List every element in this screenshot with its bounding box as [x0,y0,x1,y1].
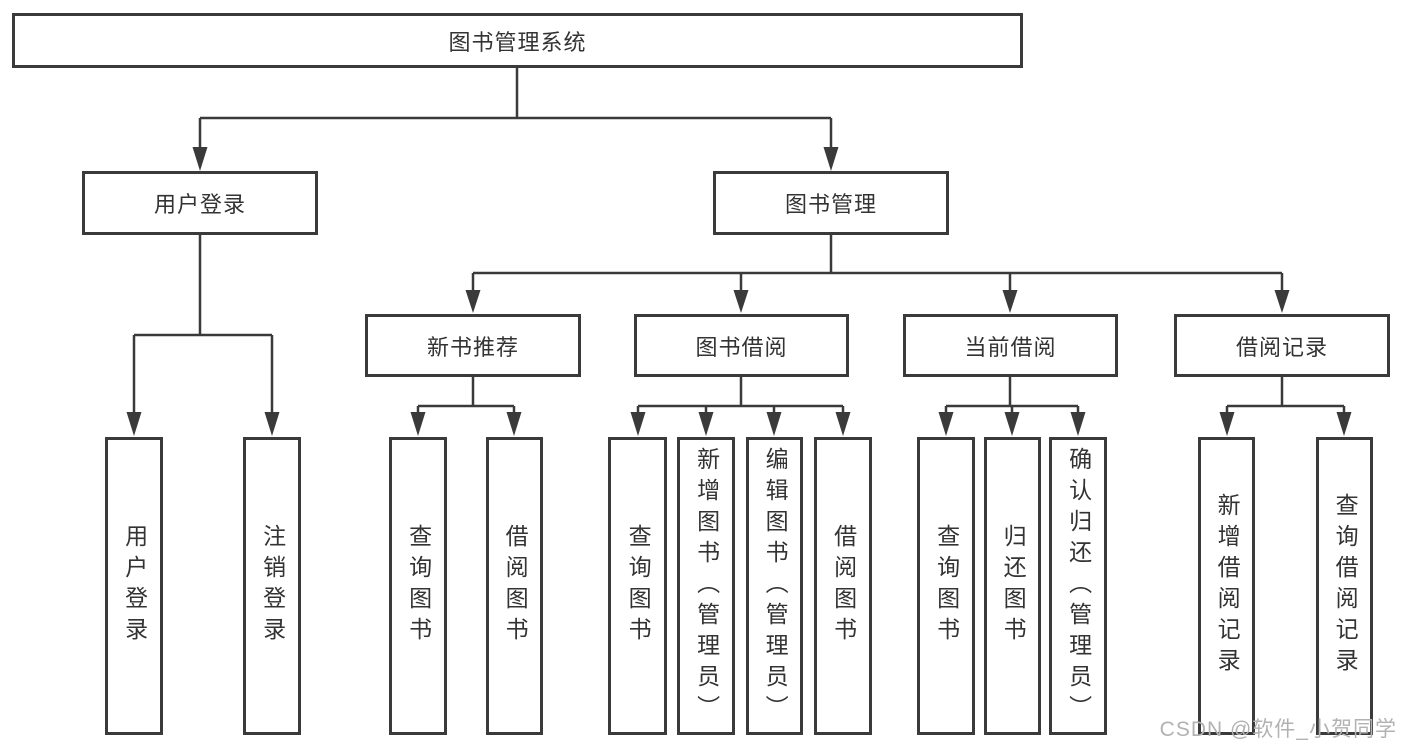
node-label: 用户登录 [121,524,148,648]
node-leaf-query-books-current: 查询图书 [917,437,975,735]
node-leaf-query-borrow-record: 查询借阅记录 [1316,437,1373,735]
node-leaf-query-books-borrow: 查询图书 [608,437,667,735]
arrowhead [766,412,782,436]
arrowhead [1004,412,1020,436]
node-label: 图书管理 [784,192,877,217]
node-leaf-return-book: 归还图书 [984,437,1041,735]
arrowhead [264,412,280,436]
arrowhead [1219,412,1235,436]
node-leaf-add-borrow-record: 新增借阅记录 [1198,437,1255,735]
node-current-borrow: 当前借阅 [903,314,1118,377]
arrowhead [938,412,954,436]
node-label: 用户登录 [153,192,246,217]
node-label: 借阅图书 [830,524,857,648]
node-leaf-logout: 注销登录 [243,437,301,735]
node-book-management: 图书管理 [713,171,949,235]
node-leaf-add-book-admin: 新增图书（管理员） [677,437,735,735]
arrowhead [1070,412,1086,436]
arrowhead [823,147,839,171]
arrowhead [465,290,481,313]
arrowhead [506,412,522,436]
node-label: 图书借阅 [695,334,788,360]
node-leaf-query-books-recommend: 查询图书 [389,437,447,735]
arrowhead [192,147,208,171]
connector-book-borrow-children [630,377,851,436]
connector-borrow-records-children [1219,377,1352,436]
node-label: 查询图书 [405,524,432,648]
node-book-borrow: 图书借阅 [634,314,849,377]
node-label: 查询图书 [933,524,960,648]
node-borrow-records: 借阅记录 [1174,314,1390,377]
csdn-watermark: CSDN @软件_小贺同学 [1159,718,1397,741]
node-label: 当前借阅 [964,334,1057,360]
connector-user-login-children [126,235,280,436]
arrowhead [126,412,142,436]
arrowhead [835,412,851,436]
node-label: 新书推荐 [426,334,519,360]
node-user-login: 用户登录 [82,171,318,235]
arrowhead [1274,290,1290,313]
node-label: 借阅记录 [1235,334,1328,360]
node-label: 归还图书 [1000,524,1027,648]
node-label: 注销登录 [259,524,286,648]
connector-current-borrow-children [938,377,1086,436]
node-label: 查询图书 [625,524,652,648]
arrowhead [1336,412,1352,436]
connector-new-book-recommend-children [410,377,522,436]
node-label: 新增借阅记录 [1214,493,1241,679]
node-label: 确认归还（管理员） [1065,446,1092,726]
node-label: 图书管理系统 [448,29,587,55]
node-leaf-borrow-books: 借阅图书 [814,437,872,735]
node-label: 查询借阅记录 [1332,493,1359,679]
node-leaf-confirm-return-admin: 确认归还（管理员） [1049,437,1107,735]
node-label: 借阅图书 [502,524,529,648]
node-label: 新增图书（管理员） [693,446,720,726]
node-label: 编辑图书（管理员） [762,446,789,726]
node-new-book-recommend: 新书推荐 [365,314,581,377]
node-leaf-user-login: 用户登录 [105,437,163,735]
arrowhead [410,412,426,436]
connector-book-management-children [465,235,1290,313]
connector-root-to-level2 [192,68,839,171]
arrowhead [733,290,749,313]
node-root-system: 图书管理系统 [12,13,1023,68]
node-leaf-borrow-books-recommend: 借阅图书 [486,437,543,735]
node-leaf-edit-book-admin: 编辑图书（管理员） [746,437,803,735]
arrowhead [698,412,714,436]
arrowhead [630,412,646,436]
arrowhead [1002,290,1018,313]
